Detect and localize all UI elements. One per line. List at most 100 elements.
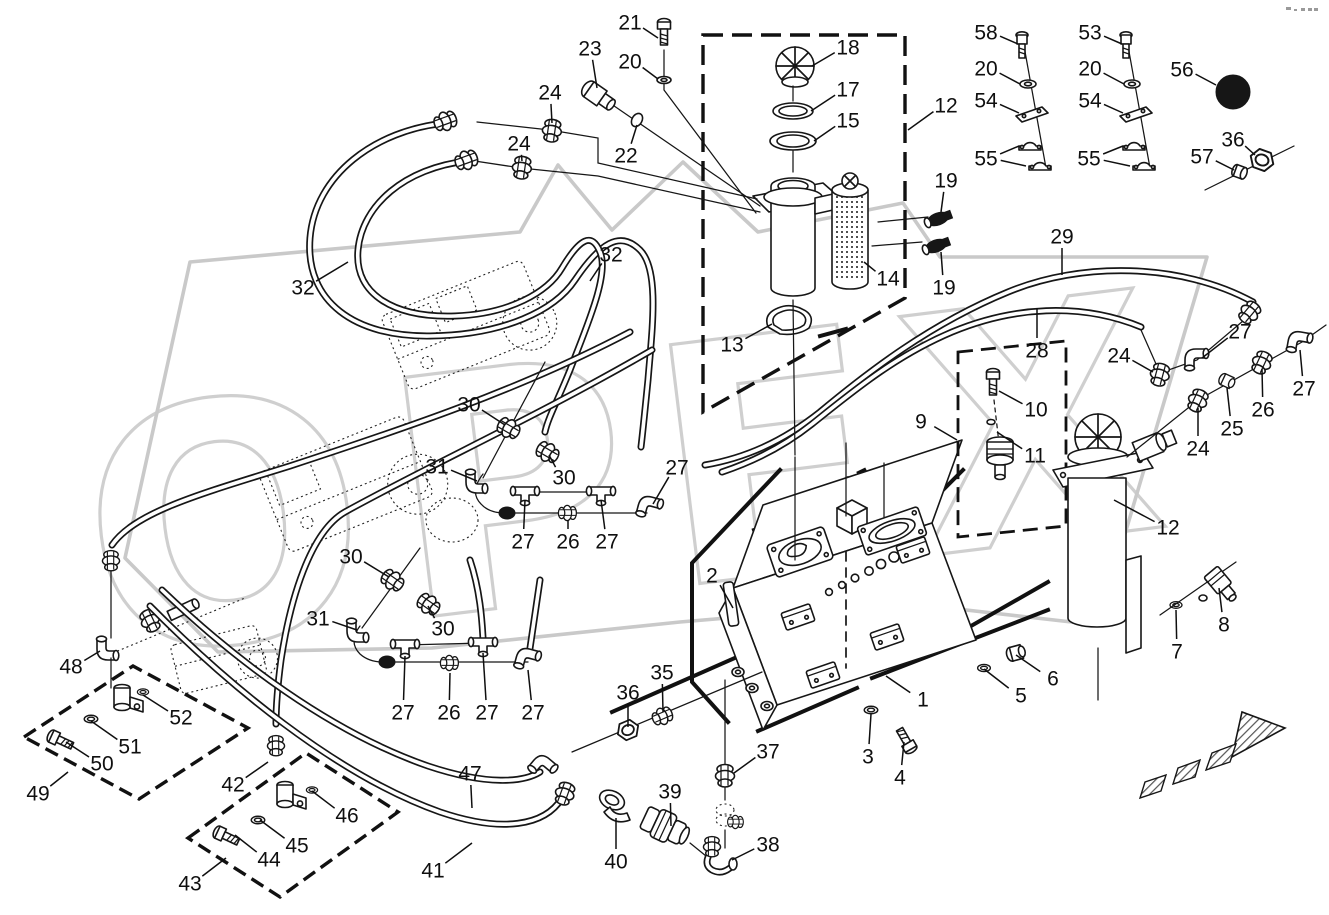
callout-leader-26 xyxy=(448,672,451,701)
callout-49: 49 xyxy=(26,783,49,806)
callout-45: 45 xyxy=(285,835,308,858)
callout-leader-50 xyxy=(65,741,90,758)
callout-32: 32 xyxy=(599,244,622,267)
callout-27: 27 xyxy=(1292,378,1315,401)
sensor-8 xyxy=(1203,565,1237,602)
callout-leader-27 xyxy=(522,499,526,530)
callout-46: 46 xyxy=(335,805,358,828)
hose-to-elbow-42 xyxy=(272,346,656,728)
o-ring-22 xyxy=(630,112,644,128)
callout-leader-30 xyxy=(363,561,390,578)
callout-leader-38 xyxy=(731,848,755,861)
callout-27: 27 xyxy=(391,702,414,725)
callout-13: 13 xyxy=(720,334,743,357)
callout-14: 14 xyxy=(876,268,900,291)
filter-housing xyxy=(752,177,840,297)
tank-port-dots xyxy=(824,551,900,597)
callout-52: 52 xyxy=(169,707,192,730)
callout-leader-53 xyxy=(1103,35,1123,45)
callout-leader-30 xyxy=(427,605,436,619)
callout-27: 27 xyxy=(475,702,498,725)
callout-18: 18 xyxy=(836,37,859,60)
callout-56: 56 xyxy=(1170,59,1193,82)
callout-23: 23 xyxy=(578,38,601,61)
callout-43: 43 xyxy=(178,873,201,896)
callout-17: 17 xyxy=(836,79,859,102)
callout-30: 30 xyxy=(457,394,480,417)
callout-37: 37 xyxy=(756,741,779,764)
callout-41: 41 xyxy=(421,860,444,883)
tank-small-parts xyxy=(863,561,1237,757)
callout-27: 27 xyxy=(595,531,618,554)
filter-cap xyxy=(775,46,815,88)
callout-38: 38 xyxy=(756,834,779,857)
callout-leader-2 xyxy=(719,584,734,609)
callout-leader-14 xyxy=(863,261,876,272)
callout-leader-27 xyxy=(402,655,406,701)
callout-leader-20 xyxy=(999,72,1021,85)
tank-bolts xyxy=(731,666,774,712)
callout-leader-30 xyxy=(481,409,506,426)
callout-50: 50 xyxy=(90,753,113,776)
callout-19: 19 xyxy=(932,277,955,300)
callout-leader-25 xyxy=(1226,387,1231,417)
callout-leader-13 xyxy=(745,323,773,340)
callout-leader-54 xyxy=(1103,103,1124,114)
callout-53: 53 xyxy=(1078,22,1101,45)
fittings-19 xyxy=(871,209,954,256)
callout-25: 25 xyxy=(1220,418,1243,441)
callout-leader-32 xyxy=(315,261,349,282)
callout-47: 47 xyxy=(458,763,481,786)
callout-8: 8 xyxy=(1218,614,1230,637)
callout-leader-55 xyxy=(999,145,1020,155)
callout-leader-32 xyxy=(589,263,603,282)
callout-20: 20 xyxy=(974,58,997,81)
callout-leader-43 xyxy=(201,857,227,877)
callout-7: 7 xyxy=(1171,641,1183,664)
drain-parts xyxy=(571,671,763,876)
hose-28 xyxy=(718,307,1145,476)
callout-2: 2 xyxy=(706,565,718,588)
callout-6: 6 xyxy=(1047,668,1059,691)
callout-leader-44 xyxy=(234,834,258,853)
callout-51: 51 xyxy=(118,736,141,759)
callout-24: 24 xyxy=(507,133,531,156)
callout-leader-54 xyxy=(999,103,1020,114)
callout-leader-31 xyxy=(332,620,358,631)
screw-21 xyxy=(656,17,672,46)
callout-12: 12 xyxy=(934,95,957,118)
callout-10: 10 xyxy=(1024,399,1047,422)
callout-leader-57 xyxy=(1215,160,1235,171)
callout-24: 24 xyxy=(538,82,562,105)
coupling-39 xyxy=(639,806,691,845)
callout-54: 54 xyxy=(1078,90,1102,113)
corner-mark xyxy=(1286,7,1318,11)
clamp-kit-left xyxy=(1015,30,1052,171)
blanking-cap-56 xyxy=(1215,74,1251,110)
callout-leader-41 xyxy=(444,842,473,864)
callout-42: 42 xyxy=(221,774,244,797)
callout-40: 40 xyxy=(604,851,627,874)
callout-24: 24 xyxy=(1107,345,1131,368)
watermark-band xyxy=(123,160,1209,654)
hose-47 xyxy=(158,586,561,785)
nut-and-sleeve-36-57 xyxy=(1204,145,1295,191)
callout-leader-4 xyxy=(900,741,905,766)
callout-26: 26 xyxy=(556,531,579,554)
callout-leader-55 xyxy=(1102,145,1124,155)
callout-leader-31 xyxy=(450,469,478,482)
callout-leader-30 xyxy=(548,454,557,468)
breather-detail xyxy=(956,339,1068,539)
filter-gasket xyxy=(765,304,813,336)
callout-28: 28 xyxy=(1025,340,1048,363)
callout-19: 19 xyxy=(934,170,957,193)
cap-40 xyxy=(598,789,707,857)
callout-leader-22 xyxy=(630,124,638,144)
callout-leader-24 xyxy=(550,103,553,124)
callout-31: 31 xyxy=(306,608,329,631)
callout-leader-21 xyxy=(642,27,659,39)
callout-26: 26 xyxy=(437,702,460,725)
hose-29 xyxy=(701,267,1257,469)
callout-24: 24 xyxy=(1186,438,1210,461)
